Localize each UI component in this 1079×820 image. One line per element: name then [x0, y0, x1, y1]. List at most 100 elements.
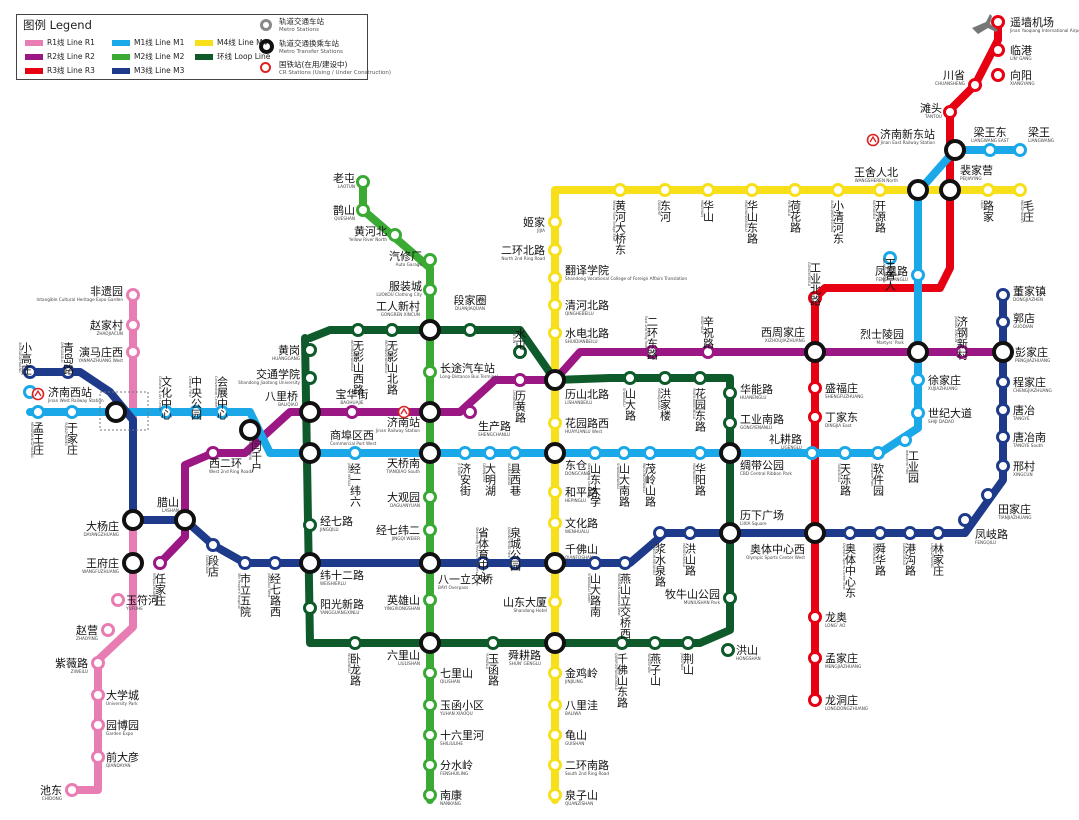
station-marker[interactable]	[268, 556, 282, 570]
station-marker[interactable]	[645, 345, 659, 359]
station-marker[interactable]	[658, 371, 672, 385]
station-marker[interactable]	[548, 595, 562, 609]
transfer-station-marker[interactable]	[299, 552, 321, 574]
station-marker[interactable]	[91, 688, 105, 702]
station-marker[interactable]	[617, 446, 631, 460]
station-marker[interactable]	[693, 371, 707, 385]
station-marker[interactable]	[548, 485, 562, 499]
station-marker[interactable]	[723, 591, 737, 605]
station-marker[interactable]	[476, 556, 490, 570]
station-marker[interactable]	[721, 643, 735, 657]
station-marker[interactable]	[873, 183, 887, 197]
station-marker[interactable]	[991, 15, 1005, 29]
station-marker[interactable]	[303, 518, 317, 532]
station-marker[interactable]	[111, 593, 125, 607]
transfer-station-marker[interactable]	[122, 509, 144, 531]
station-marker[interactable]	[356, 175, 370, 189]
station-marker[interactable]	[548, 516, 562, 530]
station-marker[interactable]	[206, 446, 220, 460]
station-marker[interactable]	[681, 636, 695, 650]
station-marker[interactable]	[996, 315, 1010, 329]
station-marker[interactable]	[745, 183, 759, 197]
station-marker[interactable]	[548, 788, 562, 802]
station-marker[interactable]	[723, 416, 737, 430]
station-marker[interactable]	[513, 373, 527, 387]
station-marker[interactable]	[808, 381, 822, 395]
station-marker[interactable]	[808, 610, 822, 624]
station-marker[interactable]	[955, 345, 969, 359]
transfer-station-marker[interactable]	[804, 522, 826, 544]
station-marker[interactable]	[126, 318, 140, 332]
station-marker[interactable]	[996, 403, 1010, 417]
station-marker[interactable]	[463, 405, 477, 419]
station-marker[interactable]	[658, 183, 672, 197]
station-marker[interactable]	[126, 288, 140, 302]
station-marker[interactable]	[643, 446, 657, 460]
station-marker[interactable]	[983, 143, 997, 157]
station-marker[interactable]	[701, 183, 715, 197]
station-marker[interactable]	[996, 430, 1010, 444]
transfer-station-marker[interactable]	[939, 179, 961, 201]
station-marker[interactable]	[486, 636, 500, 650]
station-marker[interactable]	[153, 556, 167, 570]
station-marker[interactable]	[423, 666, 437, 680]
station-marker[interactable]	[701, 345, 715, 359]
transfer-station-marker[interactable]	[239, 419, 261, 441]
station-marker[interactable]	[831, 183, 845, 197]
station-marker[interactable]	[613, 183, 627, 197]
station-marker[interactable]	[838, 446, 852, 460]
transfer-station-marker[interactable]	[544, 442, 566, 464]
station-marker[interactable]	[303, 343, 317, 357]
station-marker[interactable]	[215, 405, 229, 419]
transfer-station-marker[interactable]	[299, 442, 321, 464]
station-marker[interactable]	[423, 788, 437, 802]
station-marker[interactable]	[991, 43, 1005, 57]
station-marker[interactable]	[996, 375, 1010, 389]
station-marker[interactable]	[91, 656, 105, 670]
station-marker[interactable]	[101, 623, 115, 637]
station-marker[interactable]	[648, 636, 662, 650]
transfer-station-marker[interactable]	[105, 401, 127, 423]
station-marker[interactable]	[31, 405, 45, 419]
station-marker[interactable]	[388, 228, 402, 242]
station-marker[interactable]	[65, 405, 79, 419]
station-marker[interactable]	[808, 291, 822, 305]
station-marker[interactable]	[911, 373, 925, 387]
station-marker[interactable]	[159, 405, 173, 419]
station-marker[interactable]	[548, 243, 562, 257]
station-marker[interactable]	[548, 666, 562, 680]
station-marker[interactable]	[423, 490, 437, 504]
station-marker[interactable]	[548, 298, 562, 312]
station-marker[interactable]	[508, 556, 522, 570]
station-marker[interactable]	[351, 323, 365, 337]
station-marker[interactable]	[548, 416, 562, 430]
station-marker[interactable]	[548, 271, 562, 285]
station-marker[interactable]	[458, 446, 472, 460]
station-marker[interactable]	[931, 526, 945, 540]
station-marker[interactable]	[126, 345, 140, 359]
station-marker[interactable]	[981, 488, 995, 502]
station-marker[interactable]	[683, 526, 697, 540]
station-marker[interactable]	[206, 538, 220, 552]
station-marker[interactable]	[423, 758, 437, 772]
station-marker[interactable]	[991, 68, 1005, 82]
station-marker[interactable]	[238, 556, 252, 570]
station-marker[interactable]	[588, 446, 602, 460]
transfer-station-marker[interactable]	[804, 341, 826, 363]
station-marker[interactable]	[423, 728, 437, 742]
station-marker[interactable]	[345, 405, 359, 419]
station-marker[interactable]	[911, 268, 925, 282]
station-marker[interactable]	[1013, 143, 1027, 157]
station-marker[interactable]	[996, 459, 1010, 473]
station-marker[interactable]	[548, 728, 562, 742]
transfer-station-marker[interactable]	[907, 179, 929, 201]
station-marker[interactable]	[911, 406, 925, 420]
station-marker[interactable]	[615, 636, 629, 650]
station-marker[interactable]	[423, 365, 437, 379]
station-marker[interactable]	[423, 523, 437, 537]
transfer-station-marker[interactable]	[544, 632, 566, 654]
transfer-station-marker[interactable]	[419, 442, 441, 464]
station-marker[interactable]	[463, 323, 477, 337]
station-marker[interactable]	[843, 526, 857, 540]
station-marker[interactable]	[808, 693, 822, 707]
